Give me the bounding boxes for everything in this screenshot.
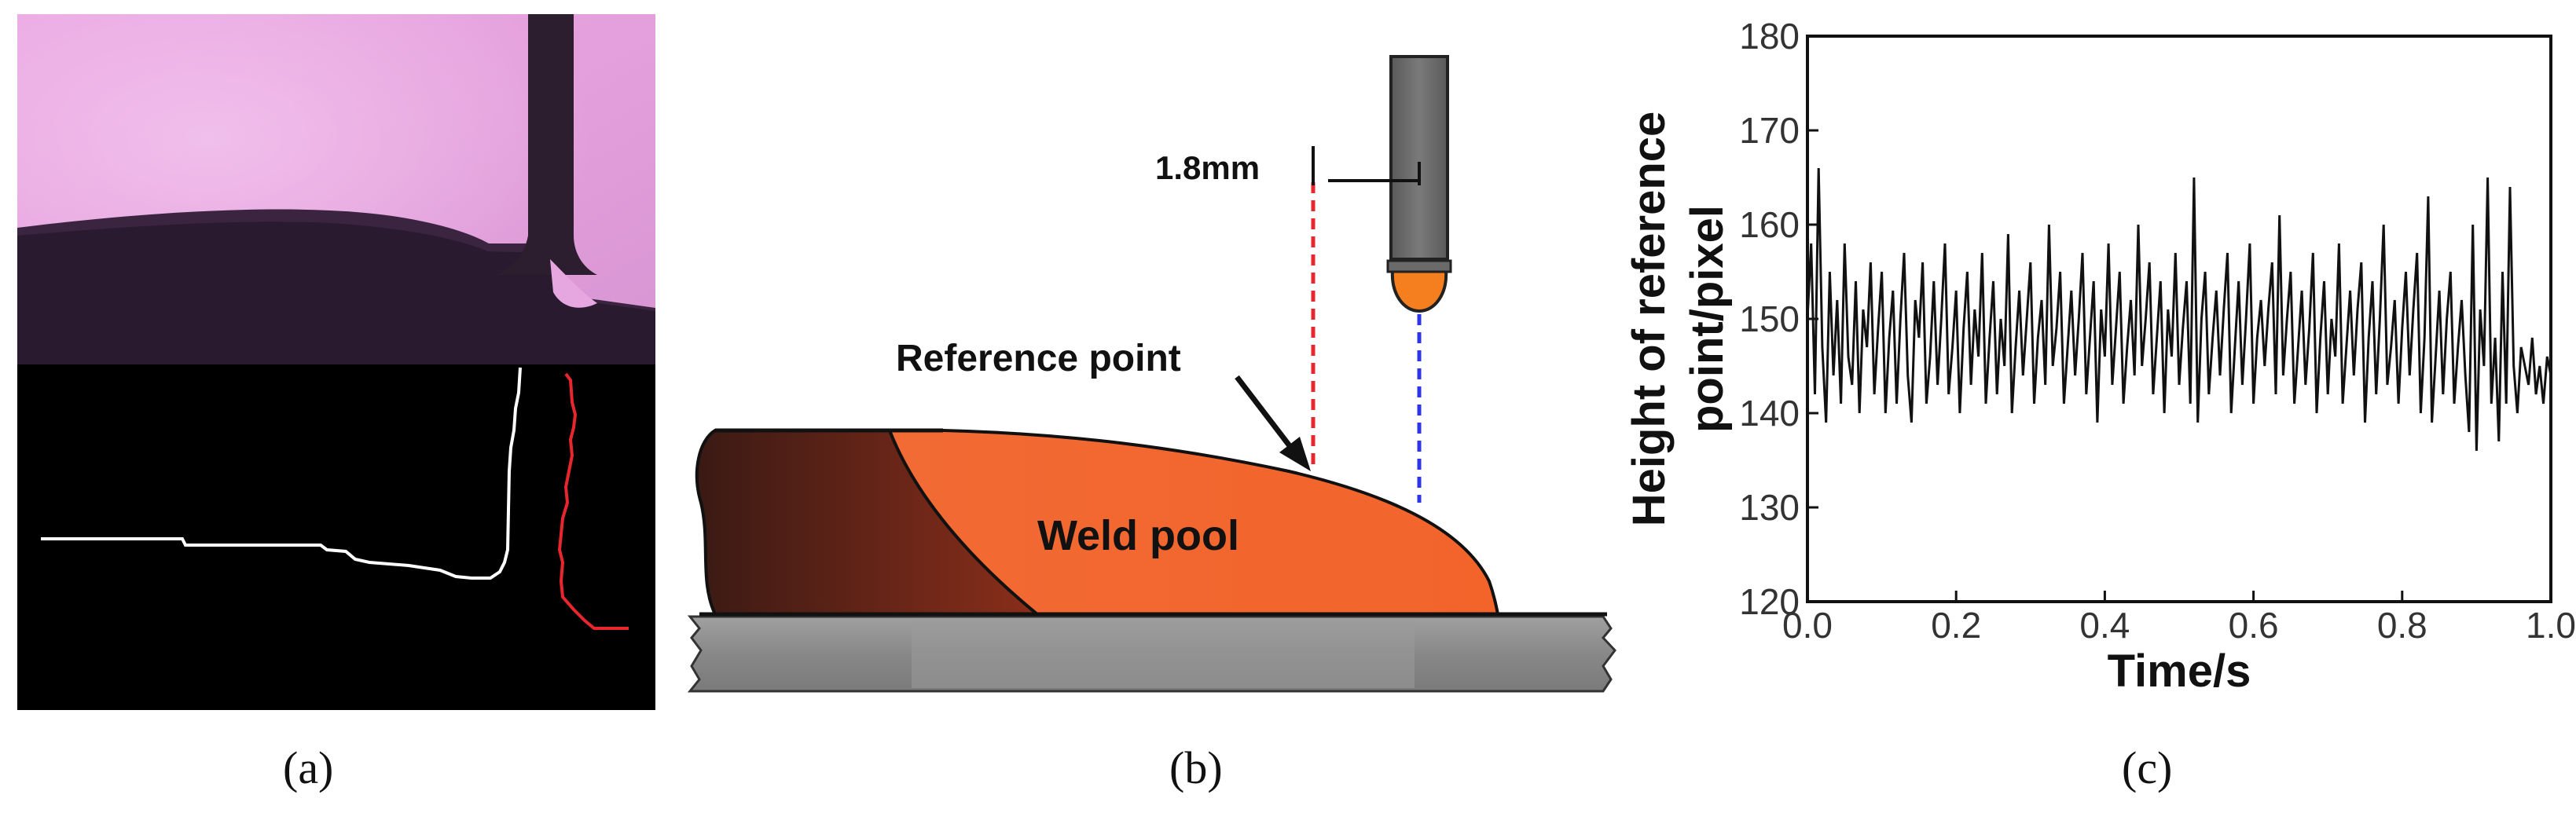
weld-pool-shape [887,429,1500,616]
y-tick-label: 120 [1739,581,1800,622]
caption-a: (a) [283,742,334,793]
x-tick-label: 1.0 [2526,605,2576,646]
caption-b: (b) [1169,742,1223,793]
panel-a [17,14,655,710]
edge-detection-image [17,364,655,710]
weld-photo [17,14,655,364]
series-line [1806,167,2552,452]
reference-point-label: Reference point [896,338,1181,379]
weld-bead [695,428,1607,617]
weld-contour-white [41,367,522,580]
dimension-marker: 1.8mm [1155,146,1421,186]
base-plate [687,615,1616,693]
y-axis: 120 130 140 150 160 170 180 [1739,16,1818,622]
x-tick-label: 0.6 [2229,605,2279,646]
y-tick-label: 170 [1739,110,1800,151]
reference-point-callout: Reference point [896,338,1311,471]
y-tick-label: 180 [1739,16,1800,57]
caption-c: (c) [2122,742,2173,793]
y-axis-label-line-2: point/pixel [1682,205,1733,433]
y-tick-label: 160 [1739,204,1800,245]
y-tick-label: 130 [1739,487,1800,528]
x-tick-label: 0.4 [2079,605,2130,646]
y-tick-label: 150 [1739,298,1800,339]
x-axis-label: Time/s [2108,646,2251,697]
torch-contour-red [557,372,629,630]
dimension-label: 1.8mm [1155,149,1260,186]
weld-pool-label: Weld pool [1037,512,1239,559]
panel-b: 1.8mm Reference point Weld pool [687,55,1616,693]
x-tick-label: 0.0 [1782,605,1833,646]
y-tick-label: 140 [1739,393,1800,434]
welding-torch [1386,55,1452,313]
y-axis-label-line-1: Height of reference [1624,112,1675,527]
molten-droplet [1390,269,1448,313]
x-tick-label: 0.2 [1931,605,1981,646]
y-axis-label: Height of reference point/pixel [1624,112,1733,527]
x-axis: 0.0 0.2 0.4 0.6 0.8 1.0 [1782,591,2576,646]
x-tick-label: 0.8 [2377,605,2427,646]
